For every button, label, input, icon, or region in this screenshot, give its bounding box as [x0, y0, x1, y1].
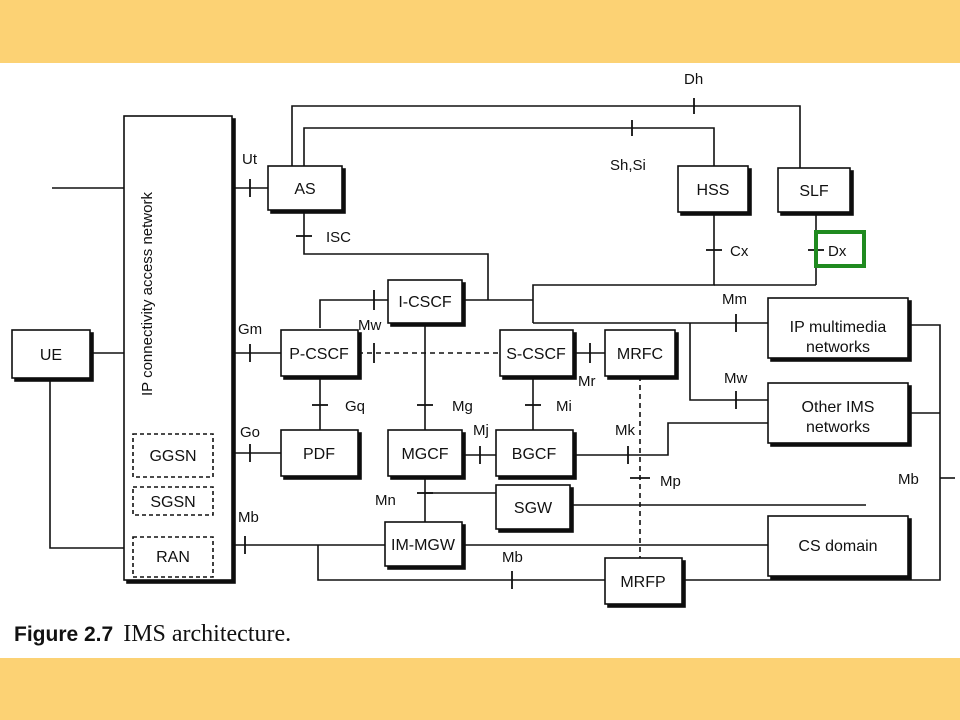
- mr-label: Mr: [578, 373, 596, 390]
- shsi-link: [303, 127, 715, 166]
- ran-label: RAN: [156, 549, 190, 566]
- isc-label: ISC: [326, 229, 351, 246]
- pcscf-icscf-link: [319, 299, 388, 328]
- bgcf-box: [495, 429, 574, 477]
- connections: [49, 105, 955, 581]
- sgw-box: [495, 484, 571, 530]
- mw1-label: Mw: [358, 317, 381, 334]
- mp-label: Mp: [660, 473, 681, 490]
- mrfc-box: [604, 329, 676, 377]
- pdf-box: [280, 429, 359, 477]
- as-label: AS: [294, 181, 315, 198]
- interface-ticks: [244, 98, 824, 589]
- figure-title: IMS architecture.: [123, 621, 292, 647]
- mb-external-link: [682, 324, 941, 581]
- mw-other-link: [689, 323, 768, 401]
- mrfc-label: MRFC: [617, 346, 663, 363]
- icscf-box: [387, 279, 463, 324]
- mb2-label: Mb: [502, 549, 523, 566]
- sgsn-label: SGSN: [150, 494, 195, 511]
- mrfp-label: MRFP: [620, 574, 665, 591]
- ut-label: Ut: [242, 151, 258, 168]
- dx-highlight: [814, 230, 866, 268]
- cs-domain-label: CS domain: [798, 538, 877, 555]
- mk-label: Mk: [615, 422, 635, 439]
- pcscf-box: [280, 329, 359, 377]
- access-network-label: IP connectivity access network: [139, 192, 156, 396]
- top-banner: [0, 0, 960, 63]
- immgw-label: IM-MGW: [391, 537, 456, 554]
- gm-label: Gm: [238, 321, 262, 338]
- ggsn-box: [132, 433, 214, 478]
- pdf-label: PDF: [303, 446, 335, 463]
- cx-link: [532, 212, 715, 323]
- dh-label: Dh: [684, 71, 703, 88]
- ggsn-label: GGSN: [149, 448, 196, 465]
- mb3-label: Mb: [898, 471, 919, 488]
- shsi-label: Sh,Si: [610, 157, 646, 174]
- immgw-box: [384, 521, 463, 567]
- hss-box: [677, 165, 749, 213]
- mb1-label: Mb: [238, 509, 259, 526]
- as-box: [267, 165, 343, 211]
- bgcf-label: BGCF: [512, 446, 557, 463]
- gq-label: Gq: [345, 398, 365, 415]
- ue-label: UE: [40, 347, 62, 364]
- scscf-label: S-CSCF: [506, 346, 566, 363]
- dh-link: [291, 105, 801, 168]
- sgw-label: SGW: [514, 500, 553, 517]
- mg-label: Mg: [452, 398, 473, 415]
- scscf-box: [499, 329, 574, 377]
- isc-link: [303, 210, 489, 300]
- pcscf-label: P-CSCF: [289, 346, 349, 363]
- ip-mm-box: [767, 297, 909, 359]
- sgsn-box: [132, 486, 214, 516]
- go-label: Go: [240, 424, 260, 441]
- mi-label: Mi: [556, 398, 572, 415]
- figure-caption: Figure 2.7 IMS architecture.: [14, 621, 291, 648]
- mj-label: Mj: [473, 422, 489, 439]
- mn-label: Mn: [375, 492, 396, 509]
- figure-number: Figure 2.7: [14, 623, 114, 646]
- mrfp-box: [604, 557, 683, 605]
- mm-label: Mm: [722, 291, 747, 308]
- bottom-banner: [0, 658, 960, 720]
- mb-mrfp-link: [317, 545, 605, 581]
- other-ims-box: [767, 382, 909, 444]
- mgcf-box: [387, 429, 463, 477]
- cx-label: Cx: [730, 243, 749, 260]
- dx-label: Dx: [828, 243, 847, 260]
- slf-label: SLF: [799, 183, 829, 200]
- hss-label: HSS: [697, 182, 730, 199]
- mgcf-label: MGCF: [401, 446, 448, 463]
- ue-ran-link: [49, 378, 130, 549]
- slf-box: [777, 167, 851, 213]
- ue-box: [11, 329, 91, 379]
- ran-box: [132, 536, 214, 578]
- cs-domain-box: [767, 515, 909, 577]
- nodes: [11, 115, 909, 605]
- mk-link: [573, 422, 768, 456]
- icscf-label: I-CSCF: [398, 294, 452, 311]
- mw2-label: Mw: [724, 370, 747, 387]
